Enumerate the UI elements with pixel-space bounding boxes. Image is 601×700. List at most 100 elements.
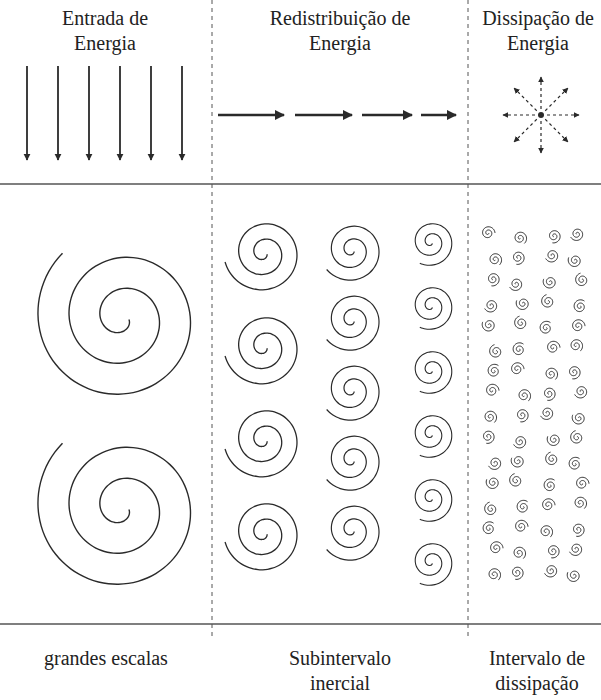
eddy-spiral bbox=[510, 474, 521, 486]
eddy-spiral bbox=[517, 500, 527, 512]
eddy-spiral bbox=[510, 279, 522, 290]
eddy-spiral bbox=[415, 416, 452, 458]
radial-arrow bbox=[540, 77, 541, 109]
down-arrow bbox=[181, 66, 183, 160]
eddies bbox=[38, 224, 589, 586]
region-caption: grandes escalas bbox=[8, 646, 204, 671]
right-arrow bbox=[362, 114, 412, 117]
eddy-spiral bbox=[542, 295, 553, 307]
eddy-spiral bbox=[511, 457, 523, 467]
down-arrow bbox=[88, 66, 90, 160]
eddy-spiral bbox=[415, 544, 452, 586]
eddy-spiral bbox=[415, 288, 452, 330]
eddy-spiral bbox=[545, 388, 556, 400]
eddy-spiral bbox=[415, 480, 452, 522]
eddy-spiral bbox=[485, 502, 496, 514]
eddy-spiral bbox=[514, 547, 525, 558]
eddy-spiral bbox=[567, 571, 579, 581]
region-heading: Entrada de Energia bbox=[50, 6, 160, 56]
eddy-spiral bbox=[513, 343, 523, 355]
region-caption: Intervalo de dissipação bbox=[476, 646, 598, 696]
eddy-spiral bbox=[485, 411, 496, 422]
eddy-spiral bbox=[327, 506, 379, 560]
eddy-spiral bbox=[574, 524, 585, 536]
radial-arrow bbox=[547, 114, 579, 115]
eddy-spiral bbox=[545, 566, 557, 577]
eddy-spiral bbox=[513, 567, 524, 579]
energy-transfer-arrows bbox=[218, 115, 456, 116]
eddy-spiral bbox=[484, 431, 495, 443]
eddy-spiral bbox=[485, 301, 497, 312]
eddy-spiral bbox=[575, 497, 586, 508]
eddy-spiral bbox=[225, 504, 297, 570]
eddy-spiral bbox=[515, 232, 527, 243]
eddy-spiral bbox=[486, 478, 498, 488]
eddy-spiral bbox=[483, 522, 493, 534]
eddy-spiral bbox=[516, 520, 528, 531]
eddy-spiral bbox=[327, 296, 379, 350]
eddy-spiral bbox=[573, 320, 585, 331]
region-heading: Dissipação de Energia bbox=[478, 6, 598, 56]
eddy-spiral bbox=[327, 226, 379, 280]
region-caption: Subintervalo inercial bbox=[270, 646, 410, 696]
down-arrow bbox=[26, 66, 28, 160]
eddy-spiral bbox=[546, 251, 558, 262]
eddy-spiral bbox=[541, 408, 553, 419]
eddy-spiral bbox=[514, 252, 525, 264]
center-dot bbox=[538, 112, 544, 118]
eddy-spiral bbox=[571, 340, 582, 351]
eddy-spiral bbox=[514, 437, 526, 448]
eddy-spiral bbox=[519, 390, 530, 401]
radial-arrow bbox=[545, 119, 568, 142]
eddy-spiral bbox=[572, 414, 584, 424]
right-arrow bbox=[295, 114, 352, 117]
right-arrow bbox=[421, 114, 456, 117]
eddy-spiral bbox=[570, 544, 582, 555]
eddy-spiral bbox=[570, 367, 581, 379]
eddy-spiral bbox=[549, 546, 560, 558]
eddy-spiral bbox=[577, 477, 589, 488]
right-arrow bbox=[218, 114, 284, 117]
separator-line bbox=[0, 183, 601, 184]
down-arrow bbox=[150, 66, 152, 160]
region-divider bbox=[212, 0, 213, 640]
eddy-spiral bbox=[568, 256, 580, 266]
eddy-spiral bbox=[550, 231, 561, 243]
eddy-spiral bbox=[571, 229, 583, 240]
eddy-spiral bbox=[516, 299, 528, 309]
eddy-spiral bbox=[38, 443, 191, 584]
eddy-spiral bbox=[546, 452, 557, 464]
down-arrow bbox=[119, 66, 121, 160]
eddy-spiral bbox=[415, 352, 452, 394]
eddy-spiral bbox=[327, 436, 379, 490]
eddy-spiral bbox=[574, 300, 584, 312]
eddy-spiral bbox=[515, 316, 526, 328]
eddy-spiral bbox=[489, 274, 500, 286]
eddy-spiral bbox=[489, 569, 500, 580]
eddy-spiral bbox=[490, 345, 501, 357]
eddy-spiral bbox=[548, 341, 560, 352]
eddy-spiral bbox=[327, 366, 379, 420]
down-arrow bbox=[57, 66, 59, 160]
eddy-spiral bbox=[544, 479, 554, 491]
radial-arrow bbox=[503, 114, 535, 115]
radial-arrow bbox=[545, 88, 568, 111]
eddy-spiral bbox=[487, 384, 499, 395]
energy-input-arrows bbox=[27, 66, 182, 160]
eddy-spiral bbox=[540, 321, 550, 333]
eddy-spiral bbox=[488, 364, 498, 376]
eddy-spiral bbox=[482, 321, 494, 331]
eddy-spiral bbox=[543, 278, 555, 288]
eddy-spiral bbox=[569, 457, 579, 469]
eddy-spiral bbox=[490, 254, 502, 265]
eddy-spiral bbox=[512, 363, 524, 374]
eddy-spiral bbox=[489, 458, 501, 469]
eddy-spiral bbox=[225, 224, 297, 290]
eddy-spiral bbox=[38, 253, 191, 394]
eddy-spiral bbox=[543, 499, 555, 510]
eddy-spiral bbox=[415, 224, 452, 266]
eddy-spiral bbox=[491, 542, 503, 553]
